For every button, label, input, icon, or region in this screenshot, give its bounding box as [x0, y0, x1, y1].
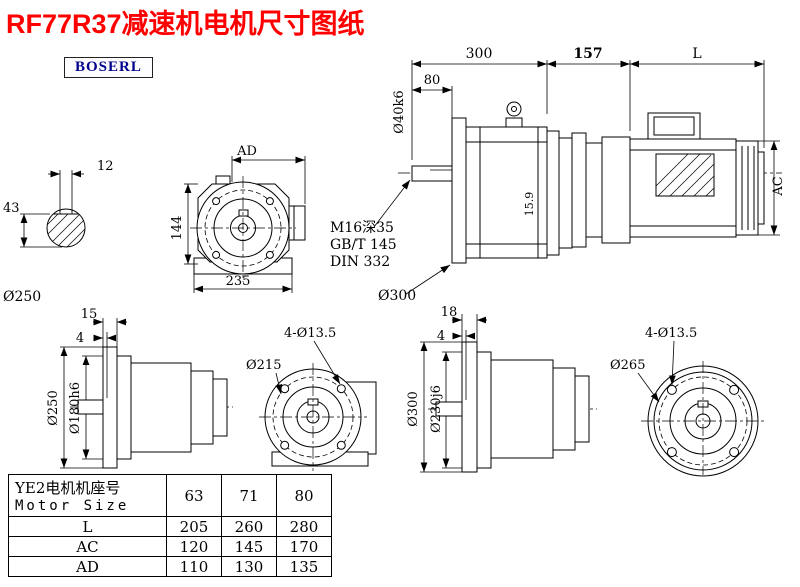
dim-AD: AD — [236, 144, 257, 159]
motor-size-table: YE2电机机座号 Motor Size 63 71 80 L 205 260 2… — [8, 474, 332, 577]
dim-L: L — [692, 46, 701, 62]
dim-144: 144 — [170, 216, 185, 241]
standard-din: DIN 332 — [330, 254, 390, 270]
gearbox-front-view: AD 144 235 — [170, 144, 306, 293]
standard-gb: GB/T 145 — [330, 237, 397, 253]
table-header-cell: YE2电机机座号 Motor Size — [8, 474, 167, 517]
dim-235: 235 — [226, 274, 251, 289]
size-col-71: 71 — [221, 474, 277, 517]
size-col-63: 63 — [166, 474, 222, 517]
dim-15: 15 — [81, 307, 98, 322]
dim-157: 157 — [573, 46, 602, 62]
dim-AC: AC — [771, 176, 786, 196]
dim-4: 4 — [76, 331, 84, 346]
cell-L-71: 260 — [221, 516, 277, 537]
header-cn: YE2电机机座号 — [15, 479, 121, 497]
cell-AC-80: 170 — [276, 536, 332, 557]
cell-AD-63: 110 — [166, 556, 222, 577]
thread-spec: M16深35 — [330, 220, 394, 236]
label-bolt-circle-215: Ø215 — [246, 358, 281, 373]
flange250-side-view: 15 4 Ø250 Ø180h6 — [46, 307, 233, 469]
cell-AC-71: 145 — [221, 536, 277, 557]
dim-18: 18 — [441, 305, 458, 320]
cell-L-80: 280 — [276, 516, 332, 537]
shaft-section-view: 12 43 Ø250 — [3, 159, 114, 305]
label-bolt-circle-265: Ø265 — [610, 358, 645, 373]
dim-flange-250: Ø250 — [46, 390, 61, 425]
dim-4b: 4 — [437, 329, 445, 344]
cell-L-63: 205 — [166, 516, 222, 537]
cell-AD-80: 135 — [276, 556, 332, 577]
flange300-side-view: 18 4 Ø300 Ø230j6 — [406, 305, 597, 473]
cell-AC-63: 120 — [166, 536, 222, 557]
dim-300: 300 — [466, 46, 493, 62]
row-label: L — [8, 516, 167, 537]
row-label: AC — [8, 536, 167, 557]
page-title: RF77R37减速机电机尺寸图纸 — [6, 9, 365, 39]
table-row-AD: AD 110 130 135 — [8, 556, 332, 577]
dim-spigot-230: Ø230j6 — [429, 385, 444, 433]
dim-80: 80 — [424, 73, 441, 88]
dim-43: 43 — [3, 201, 20, 216]
label-holes-300: 4-Ø13.5 — [645, 326, 697, 341]
header-en: Motor Size — [15, 498, 130, 514]
dim-flange-300: Ø300 — [406, 391, 421, 426]
gearmotor-side-view: 300 157 L 80 Ø40k6 — [330, 46, 786, 304]
table-row-AC: AC 120 145 170 — [8, 536, 332, 557]
size-col-80: 80 — [276, 474, 332, 517]
label-holes-250: 4-Ø13.5 — [284, 326, 336, 341]
dim-15-9: 15.9 — [523, 192, 536, 217]
dim-spigot-180: Ø180h6 — [68, 382, 83, 434]
flange250-front-view: 4-Ø13.5 Ø215 — [246, 326, 377, 471]
brand-logo: BOSERL — [64, 57, 153, 78]
row-label: AD — [8, 556, 167, 577]
flange300-front-view: 4-Ø13.5 Ø265 — [610, 326, 765, 477]
table-header-row: YE2电机机座号 Motor Size 63 71 80 — [8, 474, 332, 517]
dim-key-width: 12 — [97, 159, 114, 174]
cell-AD-71: 130 — [221, 556, 277, 577]
dim-shaft-dia: Ø40k6 — [392, 90, 407, 133]
label-flange-300: Ø300 — [378, 288, 416, 304]
label-flange-250: Ø250 — [3, 289, 41, 305]
table-row-L: L 205 260 280 — [8, 516, 332, 537]
